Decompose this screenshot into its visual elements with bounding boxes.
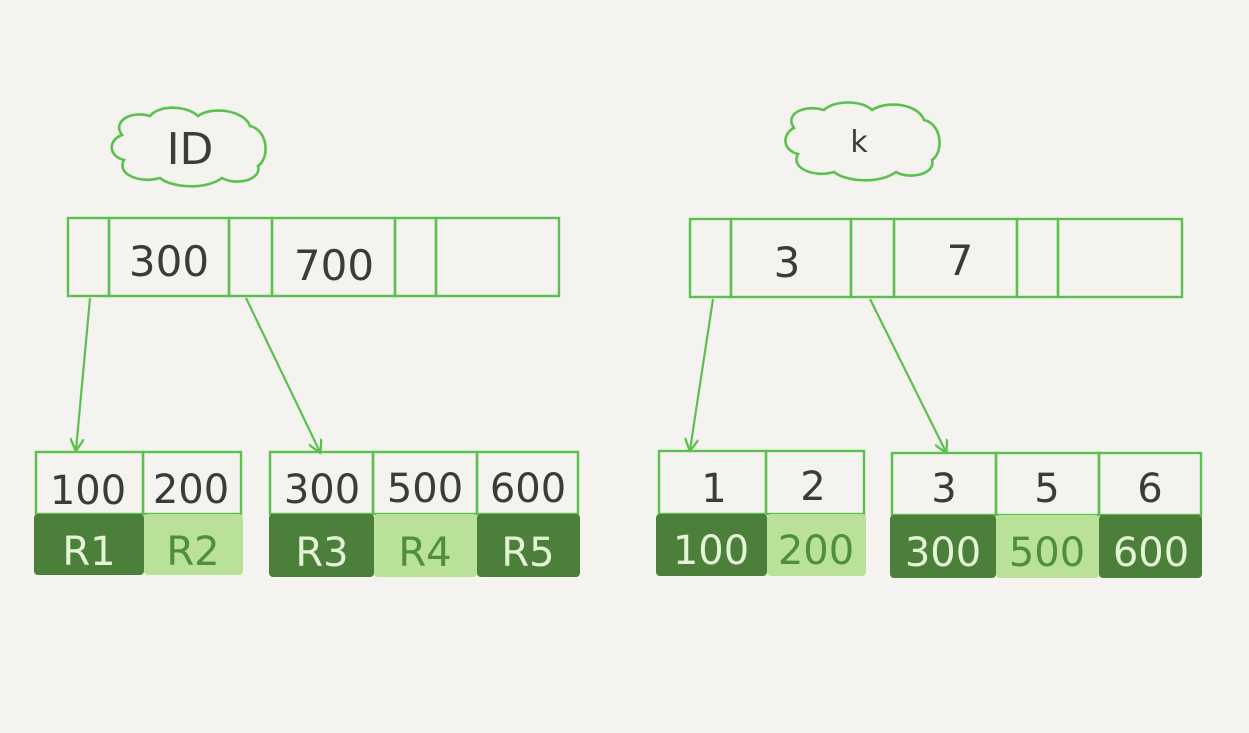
root-key: 3 [774, 238, 801, 287]
leaf-value: 600 [1113, 530, 1189, 576]
cloud-shape [784, 101, 941, 182]
root-pointer-cell [849, 217, 896, 299]
root-key: 700 [294, 241, 374, 290]
id-leaf-node: 100 200 R1 R2 [34, 450, 243, 575]
k-tree: k 3 7 1 2 100 200 [656, 101, 1203, 578]
leaf-value-cell-light [144, 514, 243, 575]
root-key: 7 [947, 236, 974, 285]
leaf-value: 500 [1009, 530, 1085, 576]
leaf-value: R2 [166, 529, 219, 575]
leaf-value-cell-light [767, 514, 866, 576]
root-empty-cell [1056, 217, 1184, 299]
root-pointer-cell [1015, 217, 1060, 299]
leaf-key: 5 [1034, 466, 1059, 512]
leaf-value: 200 [778, 528, 854, 574]
id-tree-label: ID [167, 124, 214, 175]
leaf-value-cell-dark [890, 515, 996, 578]
leaf-key: 1 [701, 466, 726, 512]
id-root-node: 300 700 [66, 216, 561, 298]
leaf-value-cell-dark [1099, 515, 1202, 578]
leaf-key: 500 [387, 466, 463, 512]
k-root-node: 3 7 [688, 217, 1184, 299]
leaf-value-cell-dark [34, 514, 144, 575]
k-tree-label-cloud: k [784, 101, 941, 182]
leaf-key: 300 [284, 467, 360, 513]
pointer-arrow [76, 297, 92, 450]
leaf-value: R1 [62, 529, 115, 575]
leaf-key: 600 [490, 466, 566, 512]
root-key: 300 [129, 237, 209, 286]
leaf-value-cell-dark [477, 514, 580, 577]
leaf-value: 300 [905, 530, 981, 576]
id-leaf-node: 300 500 600 R3 R4 R5 [268, 450, 580, 577]
leaf-value: R5 [501, 530, 554, 576]
root-pointer-cell [66, 216, 111, 298]
leaf-value: 100 [673, 528, 749, 574]
leaf-key: 100 [50, 468, 126, 514]
root-pointer-cell [688, 217, 733, 299]
root-empty-cell [434, 216, 561, 298]
pointer-arrow [869, 298, 946, 452]
pointer-arrow [690, 298, 715, 450]
leaf-value-cell-dark [269, 514, 374, 577]
leaf-value-cell-light [374, 514, 477, 577]
cloud-shape [110, 106, 267, 188]
root-pointer-cell [227, 216, 274, 298]
id-tree-label-cloud: ID [110, 106, 267, 188]
leaf-value: R4 [398, 530, 451, 576]
leaf-value-cell-dark [656, 514, 767, 576]
k-leaf-node: 1 2 100 200 [656, 449, 866, 576]
pointer-arrow [245, 297, 320, 452]
id-tree: ID 300 700 100 200 R1 R2 [34, 106, 580, 577]
k-leaf-node: 3 5 6 300 500 600 [890, 451, 1203, 578]
k-tree-label: k [850, 125, 868, 160]
root-pointer-cell [393, 216, 438, 298]
leaf-key: 2 [800, 464, 825, 510]
leaf-value: R3 [295, 530, 348, 576]
leaf-key: 3 [931, 466, 956, 512]
leaf-value-cell-light [996, 515, 1099, 578]
leaf-key: 200 [153, 467, 229, 513]
leaf-key: 6 [1137, 466, 1162, 512]
